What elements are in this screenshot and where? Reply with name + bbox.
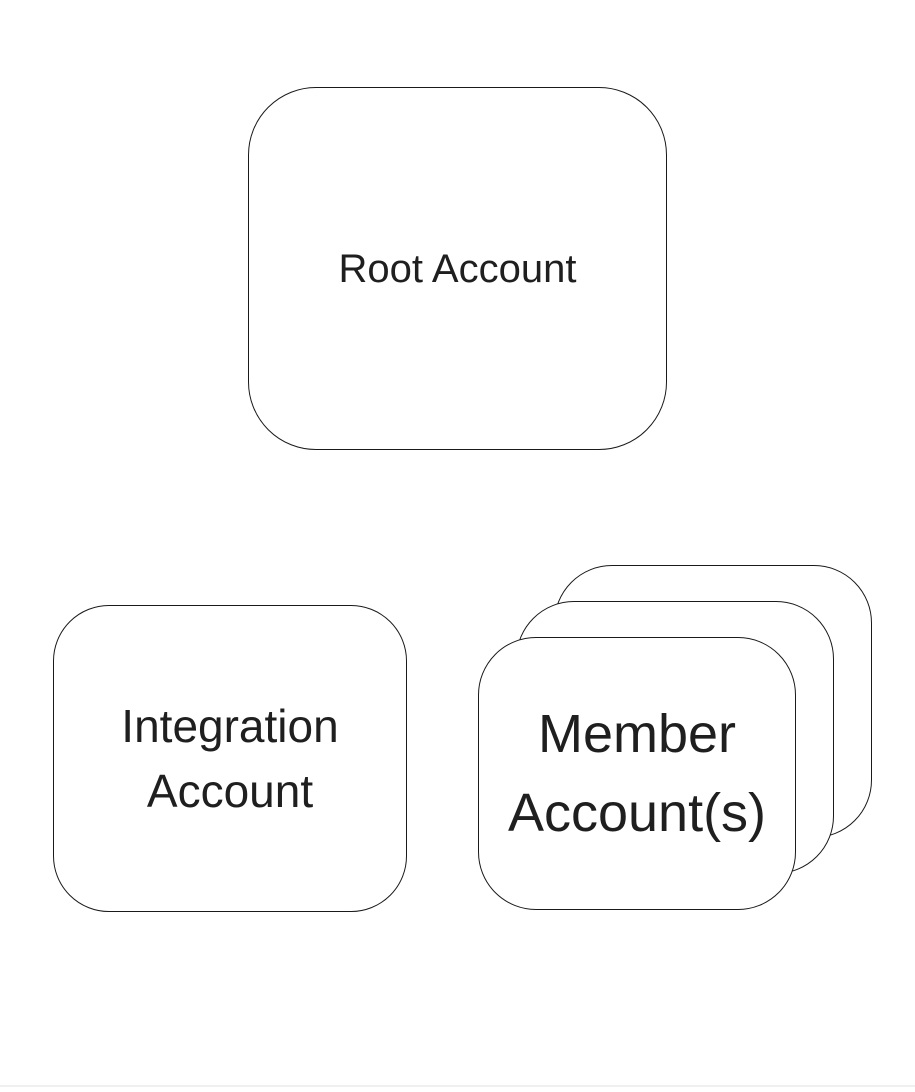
node-member-accounts-stack: Member Account(s)	[478, 565, 874, 911]
member-accounts-label-line2: Account(s)	[507, 782, 767, 843]
node-integration-account: Integration Account	[53, 605, 407, 912]
integration-account-label-line1: Integration	[121, 700, 339, 753]
root-account-label: Root Account	[338, 246, 577, 291]
integration-account-label-line2: Account	[146, 764, 314, 817]
node-root-account: Root Account	[248, 87, 667, 450]
member-stack-card-front: Member Account(s)	[478, 637, 796, 910]
bottom-divider-line	[0, 1085, 915, 1087]
member-accounts-label-line1: Member	[537, 704, 737, 765]
